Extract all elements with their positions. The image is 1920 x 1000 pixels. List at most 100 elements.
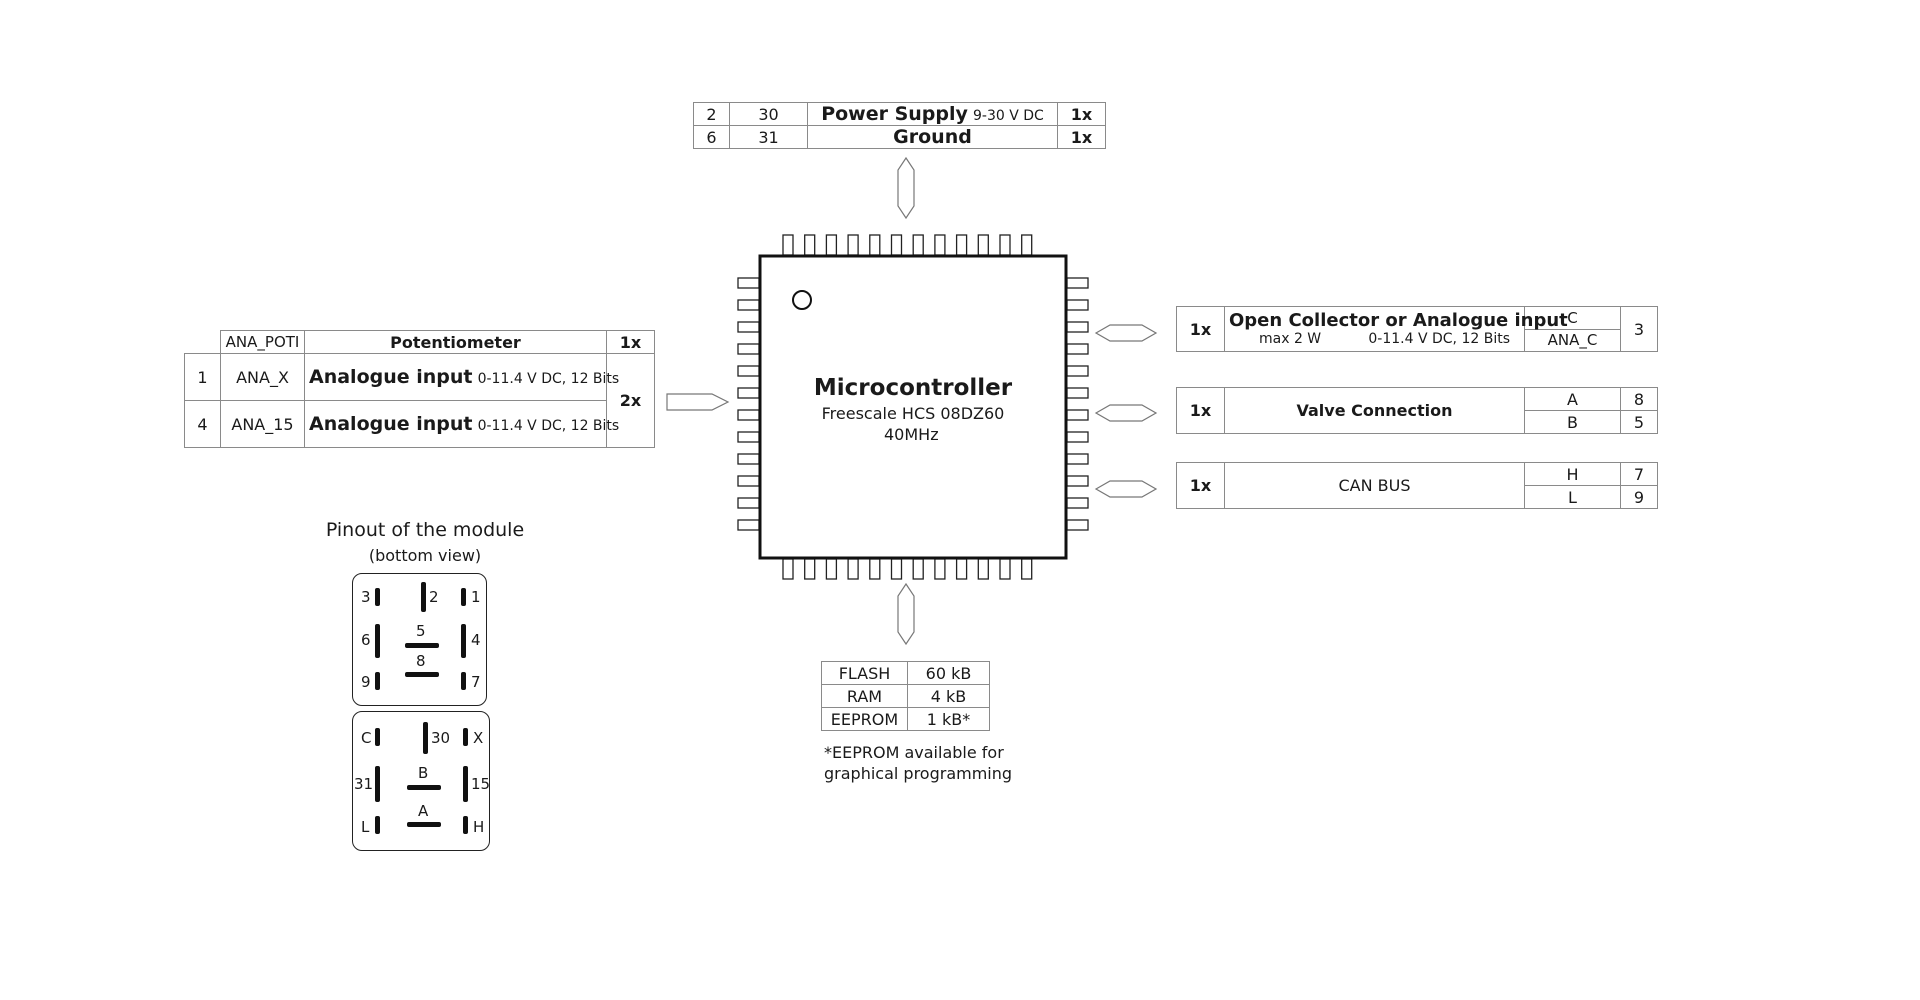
empty-cell xyxy=(184,330,221,354)
signal-count: 1x xyxy=(1176,462,1225,509)
pin-label: 8 xyxy=(416,652,426,670)
chip-pin xyxy=(890,558,903,580)
contact-30 xyxy=(423,722,428,754)
chip-pin xyxy=(1066,299,1089,311)
signal-label: Open Collector or Analogue input xyxy=(1229,309,1568,331)
memory-size: 60 kB xyxy=(907,661,990,685)
chip-pin xyxy=(1066,365,1089,377)
chip-pin xyxy=(782,234,794,256)
contact-c xyxy=(375,728,380,746)
signal-name: Power Supply 9-30 V DC xyxy=(807,102,1058,126)
chip-pin xyxy=(737,409,760,421)
pin-label: L xyxy=(361,818,370,836)
contact-b xyxy=(407,785,441,790)
pin-label: B xyxy=(418,764,429,782)
connector-code: ANA_X xyxy=(220,353,305,401)
chip-pin xyxy=(1066,453,1089,465)
chip-pin xyxy=(737,519,760,531)
open-collector-arrow xyxy=(1094,324,1158,342)
pin-label: 30 xyxy=(431,729,451,747)
chip-pin xyxy=(934,234,946,256)
chip-pin xyxy=(912,558,924,580)
valve-arrow xyxy=(1094,404,1158,422)
chip-pin xyxy=(782,558,794,580)
signal-spec: 9-30 V DC xyxy=(973,108,1044,124)
pin-label: H xyxy=(473,818,485,836)
open-collector-table: 1x Open Collector or Analogue input max … xyxy=(1176,306,1658,352)
contact-9 xyxy=(375,672,380,690)
contact-1 xyxy=(461,588,466,606)
chip-model: Freescale HCS 08DZ60 xyxy=(821,404,1005,423)
chip-pin xyxy=(890,234,903,256)
connector-bottom-view: C 30 X 31 B 15 L A H xyxy=(352,711,490,851)
chip-pin xyxy=(737,431,760,443)
pin-number: 9 xyxy=(1620,485,1658,509)
contact-x xyxy=(463,728,468,746)
pin-label: 31 xyxy=(354,775,374,793)
connector-code: ANA_15 xyxy=(220,400,305,448)
signal-spec: 0-11.4 V DC, 12 Bits xyxy=(477,418,620,434)
table-row: 1x Valve Connection A 8 xyxy=(1176,387,1658,434)
table-row: 1 ANA_X Analogue input 0-11.4 V DC, 12 B… xyxy=(184,353,655,448)
signal-name: Open Collector or Analogue input max 2 W… xyxy=(1224,306,1568,352)
chip-pin xyxy=(1066,343,1089,355)
pin1-marker xyxy=(792,290,812,310)
table-row: RAM 4 kB xyxy=(821,684,990,708)
signal-name: Analogue input 0-11.4 V DC, 12 Bits xyxy=(304,353,619,401)
contact-h xyxy=(463,816,468,834)
table-row: L 9 xyxy=(1177,485,1658,509)
can-bus-table: 1x CAN BUS H 7 L 9 xyxy=(1176,462,1658,509)
memory-size: 4 kB xyxy=(907,684,990,708)
chip-pin xyxy=(955,558,968,580)
pin-number: 6 xyxy=(693,125,730,149)
table-row: ANA_POTI Potentiometer 1x xyxy=(184,330,655,354)
chip-pin xyxy=(999,558,1011,580)
chip-pin xyxy=(737,299,760,311)
chip-pins-top xyxy=(782,234,1033,256)
pin-number: 3 xyxy=(1620,306,1658,352)
chip-pin xyxy=(977,234,989,256)
signal-label: Analogue input xyxy=(309,366,473,388)
contact-2 xyxy=(421,582,426,612)
table-row: FLASH 60 kB xyxy=(821,661,990,685)
chip-pin xyxy=(1066,519,1089,531)
signal-name: CAN BUS xyxy=(1224,462,1525,509)
pin-label: 1 xyxy=(471,588,481,606)
chip-pins-right xyxy=(1066,277,1089,531)
table-row: ANA_C xyxy=(1177,328,1658,352)
chip-pin xyxy=(847,558,859,580)
chip-body xyxy=(758,254,1068,560)
chip-pin xyxy=(869,558,881,580)
table-row: B 5 xyxy=(1177,410,1658,434)
chip-pin xyxy=(1021,234,1033,256)
signal-specs: max 2 W 0-11.4 V DC, 12 Bits xyxy=(1229,331,1520,347)
chip-pin xyxy=(825,234,838,256)
table-row: 1x Open Collector or Analogue input max … xyxy=(1176,306,1658,352)
chip-pin xyxy=(737,365,760,377)
memory-type: RAM xyxy=(821,684,908,708)
memory-table: FLASH 60 kB RAM 4 kB EEPROM 1 kB* xyxy=(821,661,990,731)
signal-bottom: ANA_C xyxy=(1524,328,1621,352)
signal-letter: L xyxy=(1524,485,1621,509)
table-row: EEPROM 1 kB* xyxy=(821,707,990,731)
signal-count: 1x xyxy=(606,330,655,354)
signal-count: 1x xyxy=(1057,102,1106,126)
power-table: 2 30 Power Supply 9-30 V DC 1x 6 31 Grou… xyxy=(693,102,1106,149)
signal-name: Ground xyxy=(807,125,1058,149)
connector-top-view: 3 2 1 6 5 4 9 8 7 xyxy=(352,573,487,706)
signal-label: Power Supply xyxy=(821,103,968,125)
chip-pin xyxy=(999,234,1011,256)
spec-power: max 2 W xyxy=(1259,331,1322,348)
chip-title: Microcontroller xyxy=(813,375,1013,401)
pin-number: 2 xyxy=(693,102,730,126)
chip-pins-bottom xyxy=(782,558,1033,580)
pin-label: 9 xyxy=(361,673,371,691)
connector-code: 31 xyxy=(729,125,808,149)
memory-arrow xyxy=(897,582,915,646)
contact-8 xyxy=(405,672,439,677)
chip-pin xyxy=(737,277,760,289)
signal-label: Ground xyxy=(893,126,972,148)
pin-label: 5 xyxy=(416,622,426,640)
chip-pin xyxy=(1066,277,1089,289)
pin-label: A xyxy=(418,802,429,820)
